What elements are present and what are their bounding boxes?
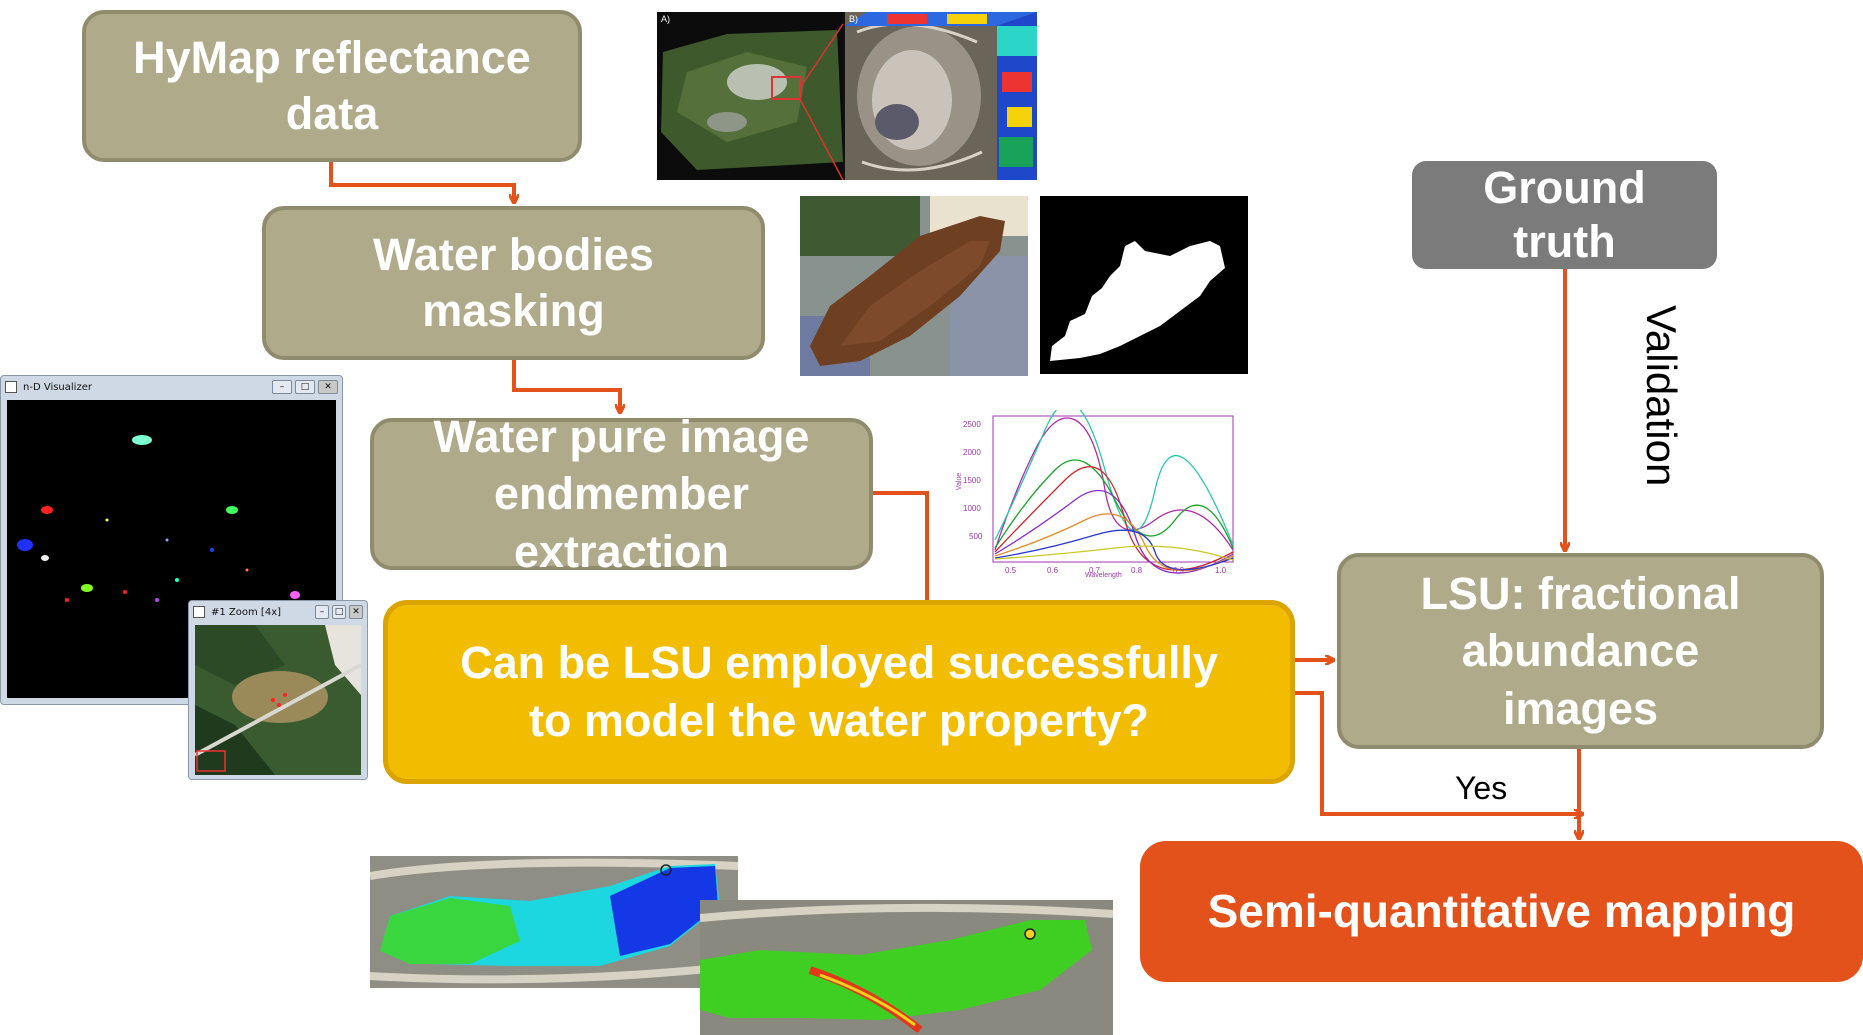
spectra-plot-graphic [992,410,1234,574]
semi-box: Semi-quantitative mapping [1140,841,1863,982]
zoom-titlebar[interactable]: #1 Zoom [4x] – □ ✕ [193,603,363,621]
hymap-label: HyMap reflectance data [133,31,531,139]
arrow-question-to-semi [1293,691,1582,814]
close-icon[interactable]: ✕ [349,605,363,619]
spectra-x-tick-6: 1.0 [1215,566,1227,575]
abundance-map-2-graphic [700,900,1113,1035]
minimize-icon[interactable]: – [315,605,329,619]
masking-box: Water bodies masking [262,206,765,360]
spectra-y-tick-1: 2500 [963,420,981,429]
water-mask-graphic [1040,196,1248,374]
minimize-icon[interactable]: – [272,380,292,394]
endmember-box: Water pure image endmember extraction [370,411,873,577]
yes-label: Yes [1455,770,1508,806]
lsu-label: LSU: fractional abundance images [1420,567,1741,734]
lsu-box: LSU: fractional abundance images [1337,553,1824,749]
water-mask-image [1040,196,1248,374]
close-icon[interactable]: ✕ [318,380,338,394]
spectra-x-tick-1: 0.5 [1005,566,1017,575]
maximize-icon[interactable]: □ [332,605,346,619]
spectra-ylabel: Value [956,472,964,491]
endmember-label: Water pure image endmember extraction [433,410,810,577]
spectra-x-tick-3: 0.7 [1089,566,1101,575]
spectra-xlabel: Wavelength [1085,572,1122,579]
abundance-map-2 [700,900,1113,1035]
ground-truth-box: Ground truth [1412,161,1717,269]
masking-label: Water bodies masking [373,228,654,336]
ground-truth-label: Ground truth [1483,162,1646,267]
spectra-y-tick-4: 1000 [963,504,981,513]
zoom-title: #1 Zoom [4x] [211,606,282,618]
hymap-scene-graphic [657,12,1037,180]
arrow-masking-to-endmember [512,358,620,412]
water-body-rgb-graphic [800,196,1028,376]
zoom-image-graphic [195,625,361,775]
validation-label: Validation [1638,305,1685,487]
question-label: Can be LSU employed successfully to mode… [460,637,1218,746]
zoom-window-icon [193,606,205,618]
ndvis-title: n-D Visualizer [23,381,92,393]
arrow-endmember-to-question [872,491,929,600]
spectra-x-tick-2: 0.6 [1047,566,1059,575]
arrow-hymap-to-masking [329,162,514,202]
hymap-scene-image: A) B) [657,12,1037,180]
semi-label: Semi-quantitative mapping [1207,884,1796,937]
abundance-map-1 [370,856,738,988]
ndvis-window-icon [5,381,17,393]
spectra-x-tick-4: 0.8 [1131,566,1143,575]
abundance-map-1-graphic [370,856,738,988]
ndvis-scatter-graphic [17,435,321,619]
hymap-panel-a-label: A) [661,14,670,24]
ndvis-titlebar[interactable]: n-D Visualizer – □ ✕ [5,378,338,396]
water-body-rgb-image [800,196,1028,376]
hymap-box: HyMap reflectance data [82,10,582,162]
spectra-plot: 2500 2000 1500 1000 500 Value 0.5 0.6 0.… [955,410,1238,580]
maximize-icon[interactable]: □ [295,380,315,394]
zoom-window[interactable]: #1 Zoom [4x] – □ ✕ [188,600,368,780]
spectra-x-tick-5: 0.9 [1173,566,1185,575]
spectra-y-tick-2: 2000 [963,448,981,457]
spectra-y-tick-3: 1500 [963,476,981,485]
spectra-y-tick-5: 500 [969,532,983,541]
question-box: Can be LSU employed successfully to mode… [383,600,1295,784]
zoom-canvas[interactable] [195,625,361,775]
hymap-panel-b-label: B) [849,14,858,24]
